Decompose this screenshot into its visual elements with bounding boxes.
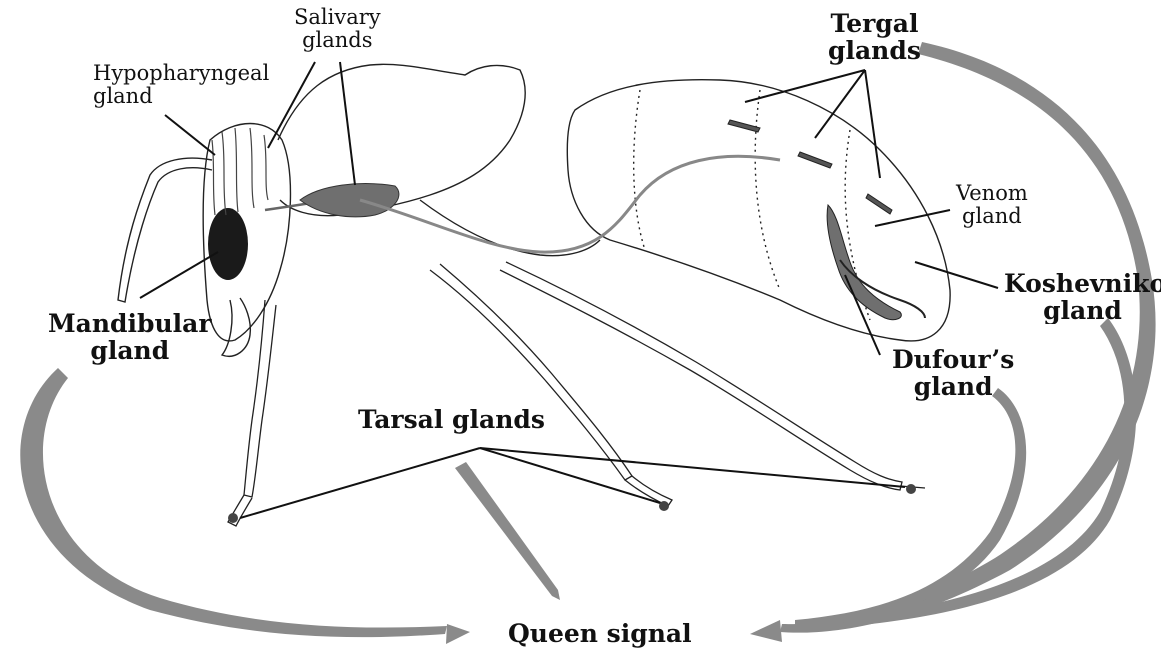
mandibular-gland-shape: [208, 208, 248, 280]
label-queen-signal: Queen signal: [508, 620, 692, 647]
gut-tube: [360, 156, 780, 252]
arrow-left-head: [446, 624, 470, 644]
leader-koshevnikov: [915, 262, 998, 288]
mandible: [222, 298, 250, 356]
leader-tergal-2: [815, 70, 865, 138]
arrow-from-tergal: [780, 42, 1156, 633]
leader-tarsal-1: [240, 448, 480, 518]
label-koshevnikov-gland: Koshevnikov gland: [1004, 270, 1161, 324]
antenna: [118, 158, 212, 302]
label-hypopharyngeal-gland: Hypopharyngeal gland: [93, 62, 269, 107]
gaster-segment-2: [755, 90, 780, 290]
arrow-right-head: [750, 620, 782, 642]
label-salivary-glands: Salivary glands: [294, 6, 381, 51]
leader-salivary-1: [268, 62, 315, 148]
leader-tergal-3: [865, 70, 880, 178]
middle-leg: [430, 264, 632, 480]
legs: [228, 262, 925, 526]
salivary-gland-shape: [300, 184, 399, 217]
arrow-from-tarsal: [455, 462, 560, 600]
label-dufours-gland: Dufour’s gland: [892, 346, 1014, 400]
tarsal-gland-shapes: [228, 484, 916, 523]
leader-hypopharyngeal: [165, 115, 215, 155]
gaster-segment-1: [634, 90, 645, 250]
hypopharyngeal-gland-shape: [212, 128, 268, 215]
ant-body: [118, 64, 950, 356]
leader-salivary-2: [340, 62, 355, 185]
label-tarsal-glands: Tarsal glands: [358, 406, 545, 433]
tergal-gland-shapes: [728, 120, 892, 214]
glands: [208, 120, 925, 523]
label-mandibular-gland: Mandibular gland: [48, 310, 212, 364]
leader-venom: [875, 210, 950, 226]
label-tergal-glands: Tergal glands: [828, 10, 921, 64]
label-venom-gland: Venom gland: [956, 182, 1028, 227]
